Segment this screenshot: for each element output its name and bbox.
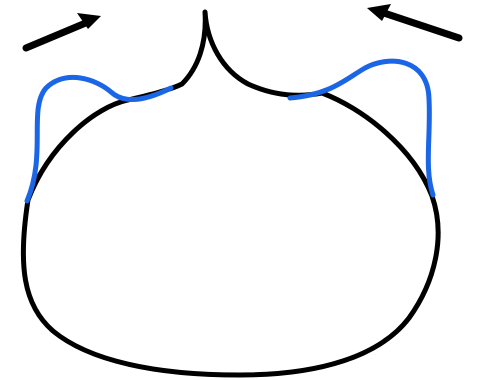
diagram-background xyxy=(0,0,482,380)
diagram-canvas xyxy=(0,0,482,380)
diagram-svg xyxy=(0,0,482,380)
